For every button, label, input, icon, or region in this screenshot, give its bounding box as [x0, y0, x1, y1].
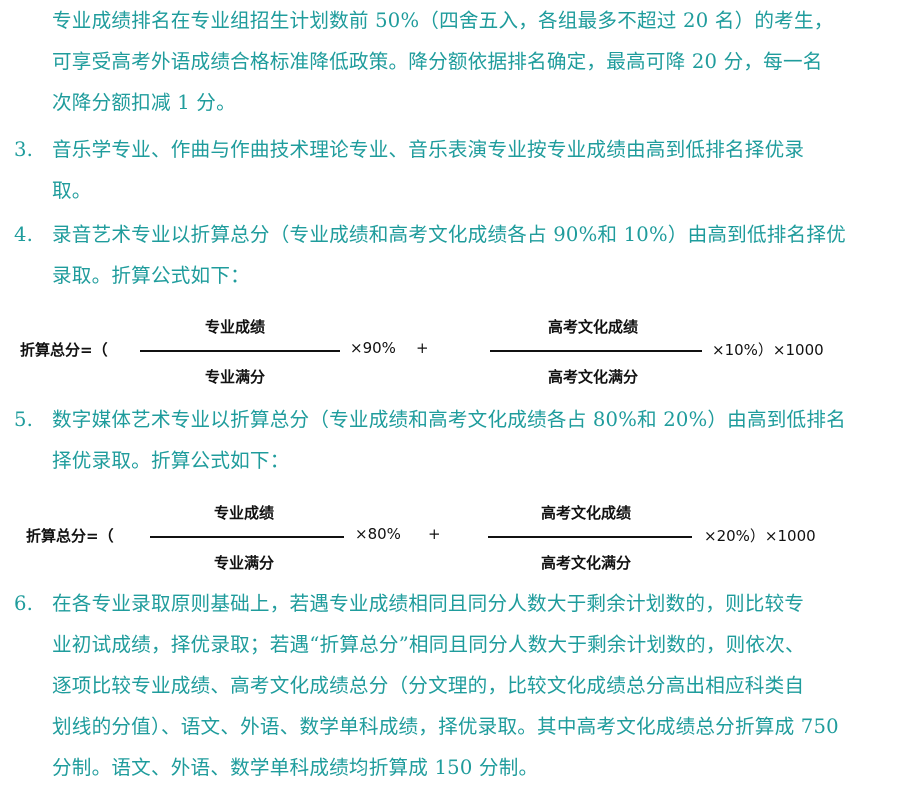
list-item-5: 5. 数字媒体艺术专业以折算总分（专业成绩和高考文化成绩各占 80%和 20%）… [14, 399, 894, 481]
text-line: 择优录取。折算公式如下： [52, 449, 290, 472]
fraction-bar [490, 350, 702, 352]
formula-tail: ×20%）×1000 [704, 527, 816, 545]
list-item-6: 6. 在各专业录取原则基础上，若遇专业成绩相同且同分人数大于剩余计划数的，则比较… [14, 583, 894, 788]
text-line: 录音艺术专业以折算总分（专业成绩和高考文化成绩各占 90%和 10%）由高到低排… [52, 223, 846, 246]
paragraph-continuation: 专业成绩排名在专业组招生计划数前 50%（四舍五入，各组最多不超过 20 名）的… [14, 0, 894, 123]
text-line: 分制。语文、外语、数学单科成绩均折算成 150 分制。 [52, 756, 539, 779]
formula-numerator: 高考文化成绩 [541, 504, 632, 522]
formula-numerator: 专业成绩 [214, 504, 275, 522]
text-line: 次降分额扣减 1 分。 [52, 91, 236, 114]
formula-plus: + [416, 339, 429, 357]
fraction-bar [140, 350, 340, 352]
item-number: 5. [14, 408, 34, 431]
formula-tail: ×10%）×1000 [712, 341, 824, 359]
formula-numerator: 高考文化成绩 [548, 318, 639, 336]
text-line: 划线的分值）、语文、外语、数学单科成绩，择优录取。其中高考文化成绩总分折算成 7… [52, 715, 839, 738]
formula-denominator: 高考文化满分 [548, 368, 639, 386]
formula-lhs: 折算总分=（ [20, 341, 108, 359]
text-line: 音乐学专业、作曲与作曲技术理论专业、音乐表演专业按专业成绩由高到低排名择优录 [52, 138, 805, 161]
text-line: 逐项比较专业成绩、高考文化成绩总分（分文理的，比较文化成绩总分高出相应科类自 [52, 674, 805, 697]
fraction-bar [150, 536, 344, 538]
formula-denominator: 高考文化满分 [541, 554, 632, 572]
text-line: 可享受高考外语成绩合格标准降低政策。降分额依据排名确定，最高可降 20 分，每一… [52, 50, 823, 73]
formula-numerator: 专业成绩 [205, 318, 266, 336]
text-line: 业初试成绩，择优录取；若遇“折算总分”相同且同分人数大于剩余计划数的，则依次、 [52, 633, 805, 656]
text-line: 录取。折算公式如下： [52, 264, 250, 287]
formula-digital-media: 折算总分=（ 专业成绩 专业满分 ×80% + 高考文化成绩 高考文化满分 ×2… [0, 490, 915, 582]
list-item-3: 3. 音乐学专业、作曲与作曲技术理论专业、音乐表演专业按专业成绩由高到低排名择优… [14, 129, 894, 211]
fraction-bar [488, 536, 692, 538]
formula-multiplier: ×80% [355, 525, 401, 543]
item-number: 4. [14, 223, 34, 246]
formula-recording-arts: 折算总分=（ 专业成绩 专业满分 ×90% + 高考文化成绩 高考文化满分 ×1… [0, 304, 915, 396]
item-number: 6. [14, 592, 34, 615]
formula-denominator: 专业满分 [205, 368, 266, 386]
formula-multiplier: ×90% [350, 339, 396, 357]
formula-plus: + [428, 525, 441, 543]
text-line: 在各专业录取原则基础上，若遇专业成绩相同且同分人数大于剩余计划数的，则比较专 [52, 592, 805, 615]
formula-lhs: 折算总分=（ [26, 527, 114, 545]
text-line: 取。 [52, 179, 92, 202]
item-number: 3. [14, 138, 34, 161]
list-item-4: 4. 录音艺术专业以折算总分（专业成绩和高考文化成绩各占 90%和 10%）由高… [14, 214, 894, 296]
text-line: 数字媒体艺术专业以折算总分（专业成绩和高考文化成绩各占 80%和 20%）由高到… [52, 408, 846, 431]
text-line: 专业成绩排名在专业组招生计划数前 50%（四舍五入，各组最多不超过 20 名）的… [52, 9, 834, 32]
formula-denominator: 专业满分 [214, 554, 275, 572]
